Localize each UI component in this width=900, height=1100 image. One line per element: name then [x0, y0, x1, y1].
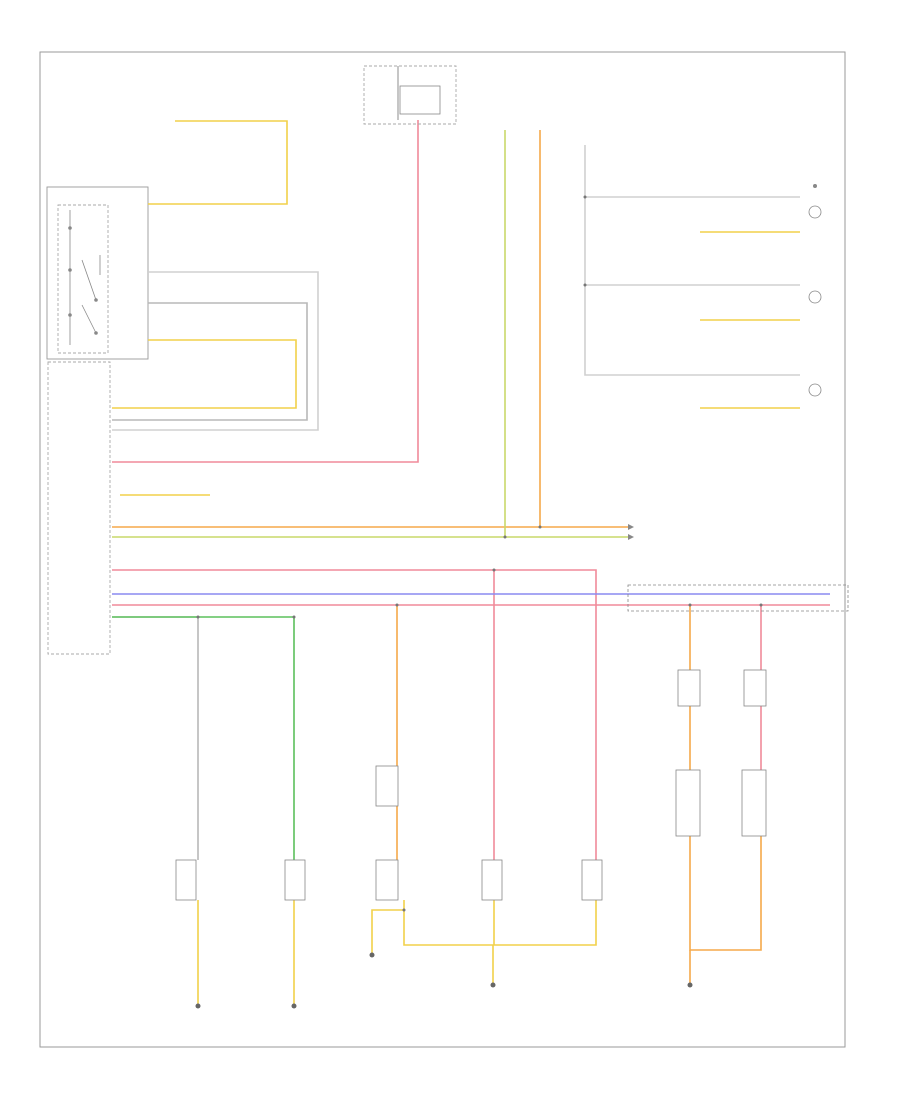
- junction-dots: [196, 195, 763, 912]
- bus-arrows: [628, 524, 634, 540]
- wire-ltgray-10: [584, 197, 800, 286]
- diagram-frame: [39, 51, 846, 1048]
- lighting-switch-inner: [57, 204, 109, 354]
- wire-yellow-3: [112, 339, 297, 409]
- wire-yellow-33: [403, 900, 597, 946]
- wire-pink-4: [112, 120, 419, 463]
- wire-yellow-0: [148, 120, 288, 205]
- wire-gray-2: [112, 302, 308, 421]
- wire-pink-16: [112, 569, 597, 860]
- lamp-symbols: [808, 183, 822, 397]
- wires-layer: [112, 66, 830, 1006]
- wire-ltgray-11: [584, 285, 800, 376]
- lighting-switch-contacts: [68, 210, 101, 345]
- central-module-box: [47, 361, 111, 655]
- ground-symbols: [195, 952, 693, 1009]
- lighting-switch-box: [46, 186, 149, 360]
- wire-ylgn-6: [112, 130, 506, 538]
- wire-green-22: [112, 616, 295, 860]
- wire-yellow-36: [371, 909, 404, 955]
- fuse-box: [363, 65, 457, 125]
- wire-orange-29: [689, 836, 762, 951]
- wire-ltgray-1: [112, 271, 319, 431]
- bottom-component-boxes: [175, 584, 849, 901]
- wire-ltgray-9: [584, 145, 800, 198]
- wire-orange-5: [112, 130, 541, 528]
- fuse-element: [399, 85, 441, 115]
